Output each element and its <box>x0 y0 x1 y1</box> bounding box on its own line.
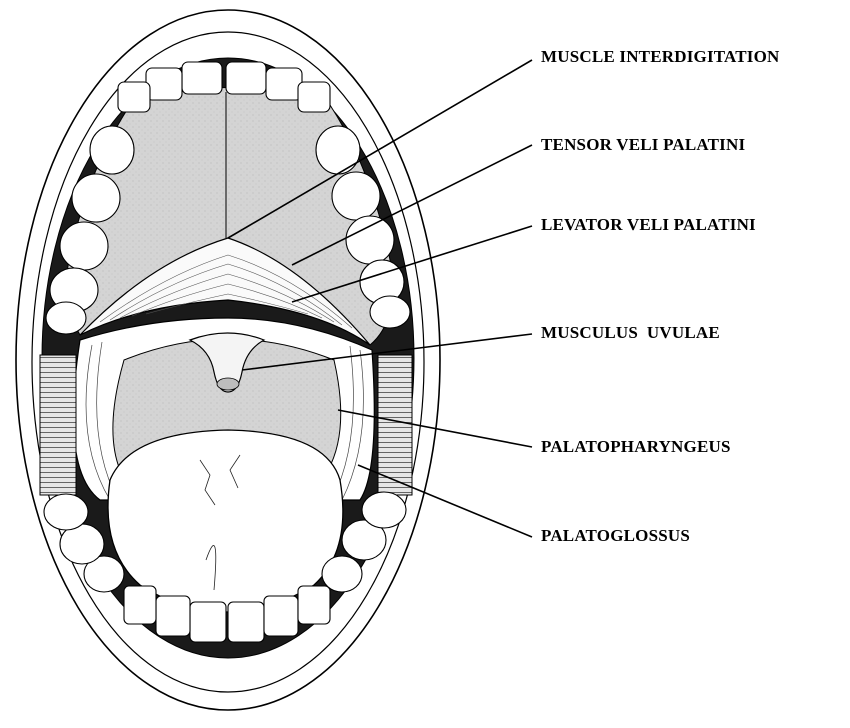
left-cheek-hatching <box>40 355 76 495</box>
right-cheek-hatching <box>378 355 412 495</box>
label-levator-veli-palatini: LEVATOR VELI PALATINI <box>541 215 756 235</box>
label-palatopharyngeus: PALATOPHARYNGEUS <box>541 437 731 457</box>
label-tensor-veli-palatini: TENSOR VELI PALATINI <box>541 135 745 155</box>
label-musculus-uvulae: MUSCULUS UVULAE <box>541 323 720 343</box>
label-muscle-interdigitation: MUSCLE INTERDIGITATION <box>541 47 780 67</box>
tongue <box>108 430 343 612</box>
uvula-tip <box>217 378 239 390</box>
label-palatoglossus: PALATOGLOSSUS <box>541 526 690 546</box>
